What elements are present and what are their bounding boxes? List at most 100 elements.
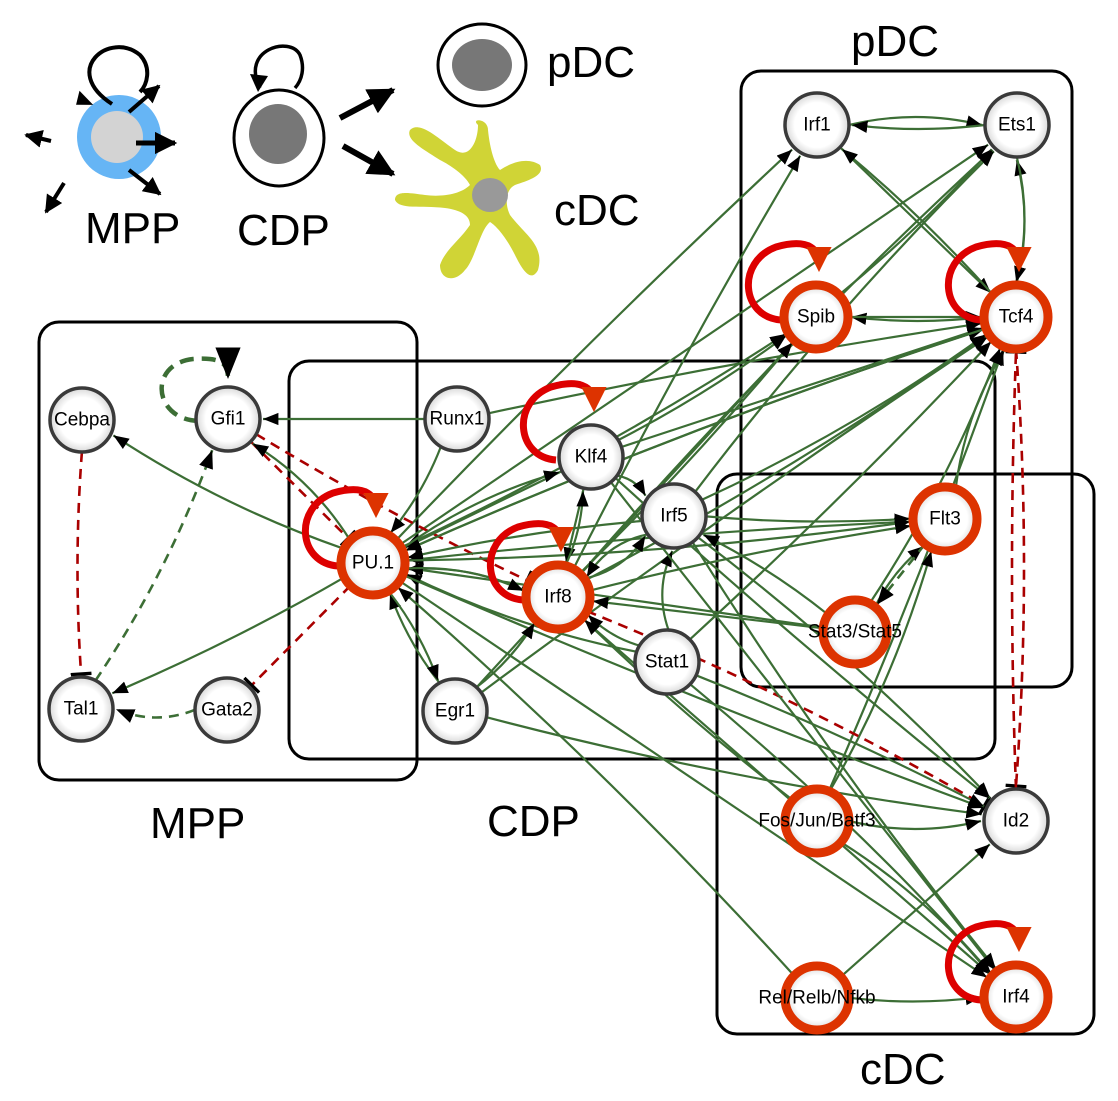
node-circle-key xyxy=(979,280,1053,354)
node-label: Ets1 xyxy=(998,115,1036,136)
mpp-cell-icon xyxy=(76,45,161,179)
activation-edge xyxy=(387,590,440,681)
activation-edge xyxy=(480,336,989,694)
activation-edge xyxy=(695,674,985,808)
node-circle-key xyxy=(780,961,854,1035)
module-label-cdc: cDC xyxy=(860,1045,946,1094)
node-stat35[interactable]: Stat3/Stat5 xyxy=(808,595,902,669)
legend-label-pdc: pDC xyxy=(547,38,635,87)
node-irf8[interactable]: Irf8 xyxy=(521,560,595,634)
module-box-cdc xyxy=(715,472,1096,1036)
node-circle xyxy=(48,386,116,454)
activation-edge xyxy=(828,550,933,793)
node-id2[interactable]: Id2 xyxy=(982,787,1050,855)
node-egr1[interactable]: Egr1 xyxy=(421,677,489,745)
activation-edge xyxy=(583,535,647,580)
module-label-mpp: MPP xyxy=(150,799,245,848)
activation-edge xyxy=(388,593,441,684)
activation-edge xyxy=(703,533,829,616)
node-circle xyxy=(640,482,708,550)
cell-lineage-legend: MPP CDP pDC cDC xyxy=(24,22,640,279)
node-gata2[interactable]: Gata2 xyxy=(193,676,261,744)
node-circle-key xyxy=(979,960,1053,1034)
node-runx1[interactable]: Runx1 xyxy=(423,385,491,453)
node-tal1[interactable]: Tal1 xyxy=(47,675,115,743)
activation-edge xyxy=(407,564,824,629)
cdp-cell-icon xyxy=(232,44,326,188)
node-label: Gata2 xyxy=(201,700,253,721)
node-circle xyxy=(557,423,625,491)
activation-edge xyxy=(848,115,983,128)
activation-edge xyxy=(868,347,1002,605)
node-label: Tal1 xyxy=(64,699,99,720)
node-circle xyxy=(983,91,1051,159)
node-pu1[interactable]: PU.1 xyxy=(336,526,410,600)
node-irf4[interactable]: Irf4 xyxy=(979,960,1053,1034)
node-gfi1[interactable]: Gfi1 xyxy=(194,385,262,453)
node-circle xyxy=(633,628,701,696)
activation-edge xyxy=(401,470,560,550)
activation-edge xyxy=(404,517,911,562)
activation-edge xyxy=(689,340,992,641)
repression-edge xyxy=(249,440,357,547)
module-box-cdp xyxy=(287,359,997,761)
node-rrn[interactable]: Rel/Relb/Nfkb xyxy=(758,961,876,1035)
node-circle-key xyxy=(908,482,982,556)
node-irf1[interactable]: Irf1 xyxy=(783,91,851,159)
node-label: Irf8 xyxy=(544,587,571,608)
node-circle xyxy=(982,787,1050,855)
activation-edge xyxy=(1014,156,1027,283)
self-loop-strong xyxy=(487,520,574,604)
repression-edge xyxy=(243,584,352,694)
node-fjb[interactable]: Fos/Jun/Batf3 xyxy=(758,784,876,858)
repression-edge xyxy=(1005,349,1027,790)
node-irf5[interactable]: Irf5 xyxy=(640,482,708,550)
self-loop-strong xyxy=(745,240,832,324)
node-label: Stat1 xyxy=(645,652,689,673)
node-circle xyxy=(421,677,489,745)
activation-edge xyxy=(111,576,345,695)
repression-edge xyxy=(1005,348,1027,789)
node-cebpa[interactable]: Cebpa xyxy=(48,386,116,454)
node-label: Irf1 xyxy=(803,115,830,136)
node-circle-key xyxy=(779,280,853,354)
node-label: Cebpa xyxy=(54,410,110,431)
self-loop-strong xyxy=(302,486,389,570)
node-flt3[interactable]: Flt3 xyxy=(908,482,982,556)
activation-edge xyxy=(609,481,996,971)
activation-edge xyxy=(475,342,794,689)
activation-edge xyxy=(405,327,987,552)
node-circle-key xyxy=(336,526,410,600)
activation-edge xyxy=(402,573,984,810)
mpp-differentiation-arrows xyxy=(24,84,178,214)
cdc-cell-icon xyxy=(395,120,541,279)
activation-edge xyxy=(407,519,643,561)
activation-edge xyxy=(705,513,911,526)
node-label: Gfi1 xyxy=(211,409,246,430)
node-circle xyxy=(47,675,115,743)
node-label: Egr1 xyxy=(435,701,475,722)
node-ets1[interactable]: Ets1 xyxy=(983,91,1051,159)
activation-edge xyxy=(660,550,674,631)
node-circle-key xyxy=(780,784,854,858)
activation-edge xyxy=(115,707,196,723)
node-label: Id2 xyxy=(1003,811,1029,832)
activation-edge xyxy=(839,146,992,294)
node-label: Klf4 xyxy=(575,447,608,468)
activation-edge xyxy=(572,155,802,570)
node-stat1[interactable]: Stat1 xyxy=(633,628,701,696)
activation-edge xyxy=(475,622,536,689)
node-spib[interactable]: Spib xyxy=(779,280,853,354)
activation-edge xyxy=(701,333,987,501)
activation-edge xyxy=(94,449,214,682)
node-label: Flt3 xyxy=(929,509,961,530)
node-tcf4[interactable]: Tcf4 xyxy=(979,280,1053,354)
self-loop-strong xyxy=(520,380,607,464)
node-circle-key xyxy=(818,595,892,669)
node-circle-key xyxy=(521,560,595,634)
node-klf4[interactable]: Klf4 xyxy=(557,423,625,491)
activation-edge xyxy=(848,818,982,831)
